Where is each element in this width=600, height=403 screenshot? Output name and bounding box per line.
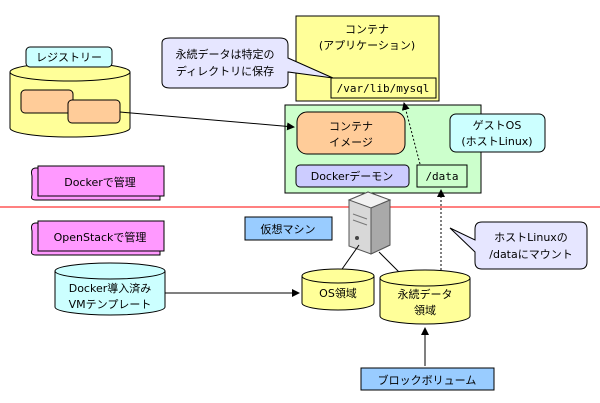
- callout-persistent-line2: ディレクトリに保存: [176, 64, 274, 78]
- docker-managed-banner: Dockerで管理: [31, 165, 165, 201]
- container-image-line1: コンテナ: [329, 120, 373, 133]
- callout-persistent: 永続データは特定の ディレクトリに保存: [161, 37, 334, 89]
- guest-os-label-box: [449, 113, 546, 153]
- server-to-data-area: [378, 251, 401, 274]
- registry-image-1: [20, 89, 74, 114]
- vm-label: 仮想マシン: [261, 222, 316, 236]
- registry-label-box: [25, 46, 113, 68]
- callout-persistent-line1: 永続データは特定の: [176, 47, 275, 61]
- docker-daemon-label: Dockerデーモン: [311, 169, 394, 183]
- container-image-box: [296, 111, 406, 155]
- guest-os-line2: (ホストLinux): [461, 135, 532, 148]
- docker-managed-label: Dockerで管理: [64, 175, 136, 189]
- os-area-label: OS領域: [319, 286, 357, 300]
- openstack-managed-banner: OpenStackで管理: [31, 220, 165, 256]
- container-title-1: コンテナ: [345, 23, 389, 36]
- container-image-line2: イメージ: [329, 136, 373, 149]
- block-volume-group: ブロックボリューム: [360, 367, 495, 391]
- data-dir-box: [416, 164, 468, 188]
- block-volume-label: ブロックボリューム: [378, 373, 477, 387]
- dotted-arrow-data-to-mysql: [401, 102, 421, 165]
- server-to-os-area: [339, 244, 360, 273]
- guest-os-box: コンテナ イメージ Dockerデーモン /data ゲストOS (ホストLin…: [284, 104, 546, 194]
- persistent-area-cylinder: 永続データ 領域: [379, 269, 471, 325]
- openstack-managed-label: OpenStackで管理: [54, 230, 147, 244]
- callout-mount: ホストLinuxの /dataにマウント: [449, 221, 588, 270]
- callout-mount-line2: /dataにマウント: [489, 248, 572, 261]
- os-area-cylinder: OS領域: [301, 268, 375, 311]
- mysql-path-box: [330, 77, 437, 99]
- registry-cylinder: レジストリー: [9, 46, 131, 138]
- persistent-area-line2: 領域: [414, 303, 436, 317]
- data-dir-label: /data: [425, 170, 458, 183]
- vm-label-group: 仮想マシン: [244, 216, 333, 241]
- template-line1: Docker導入済み: [69, 281, 152, 295]
- container-title-2: (アプリケーション): [319, 39, 415, 52]
- container-box: コンテナ (アプリケーション) /var/lib/mysql: [295, 15, 440, 102]
- mysql-path-label: /var/lib/mysql: [337, 82, 430, 95]
- template-cylinder: Docker導入済み VMテンプレート: [54, 262, 166, 316]
- callout-mount-line1: ホストLinuxの: [494, 231, 568, 244]
- server-icon: [347, 191, 392, 255]
- persistent-area-line1: 永続データ: [398, 287, 453, 301]
- arrow-registry-to-image: [119, 111, 295, 131]
- template-line2: VMテンプレート: [69, 298, 152, 311]
- registry-image-2: [67, 99, 121, 124]
- guest-os-line1: ゲストOS: [473, 119, 522, 132]
- docker-daemon-box: [295, 164, 410, 188]
- registry-label: レジストリー: [36, 51, 102, 64]
